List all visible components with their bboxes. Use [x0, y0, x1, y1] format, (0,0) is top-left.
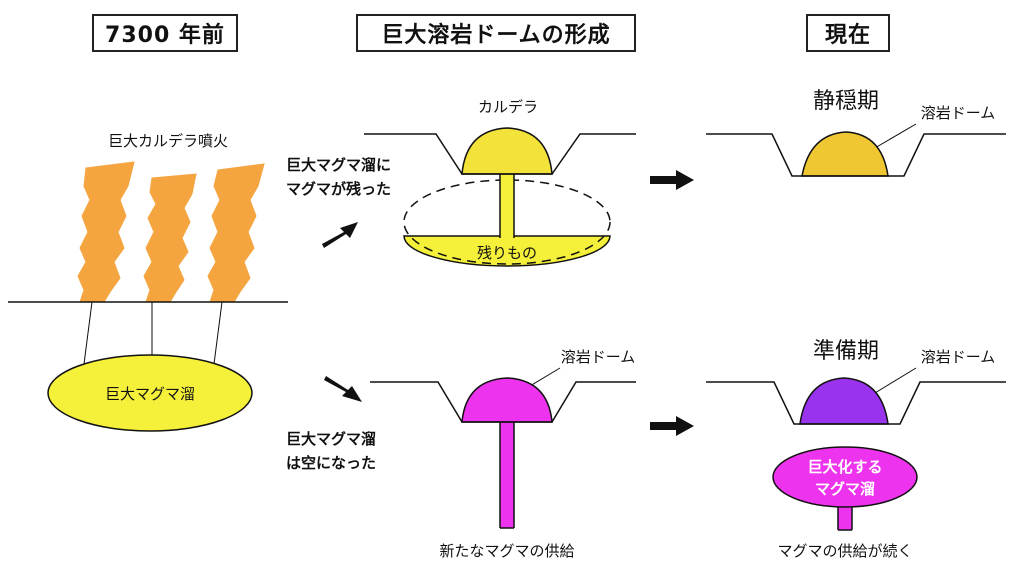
caldera-profile-right-bottom: [706, 381, 1006, 425]
arrow-right-top: [650, 170, 694, 190]
former-chamber-outline: [403, 179, 611, 265]
empty-text-1: 巨大マグマ溜: [286, 430, 376, 448]
eruption-plume-1: [77, 161, 135, 303]
dome-magenta-mid: [461, 377, 553, 423]
conduit-1: [83, 301, 93, 365]
magma-chamber-label: 巨大マグマ溜: [105, 385, 195, 403]
eruption-label: 巨大カルデラ噴火: [108, 132, 228, 150]
remain-text-2: マグマが残った: [286, 180, 391, 198]
middle-conduit-yellow: [500, 172, 514, 238]
growing-text-1: 巨大化する: [807, 458, 882, 476]
magma-chamber: [47, 354, 253, 432]
header-formation: 巨大溶岩ドームの形成: [356, 14, 636, 52]
dome-mid-label: 溶岩ドーム: [561, 348, 636, 366]
middle-conduit-magenta: [500, 420, 514, 528]
arrow-down-right: [324, 376, 362, 402]
arrow-up-right: [322, 222, 358, 248]
remain-text-1: 巨大マグマ溜に: [286, 156, 391, 174]
caldera-profile-right-top: [706, 133, 1006, 177]
dormant-label: 静穏期: [813, 89, 879, 114]
dome-top-label: 溶岩ドーム: [921, 104, 996, 122]
eruption-plume-3: [207, 163, 265, 303]
empty-text-2: は空になった: [286, 454, 376, 472]
dome-bottom-label: 溶岩ドーム: [921, 348, 996, 366]
caldera-profile-bottom: [370, 381, 636, 423]
dome-bottom-leader: [869, 367, 917, 397]
new-supply-label: 新たなマグマの供給: [439, 542, 574, 560]
growing-text-2: マグマ溜: [815, 480, 875, 498]
caldera-profile-top: [364, 133, 636, 175]
growing-chamber: [772, 446, 918, 508]
caldera-label: カルデラ: [478, 98, 538, 116]
continued-supply-label: マグマの供給が続く: [777, 542, 912, 560]
conduit-3: [213, 301, 223, 365]
header-past: 7300 年前: [92, 14, 238, 52]
arrow-right-bottom: [650, 416, 694, 436]
preparatory-label: 準備期: [813, 339, 879, 364]
header-present: 現在: [806, 14, 890, 52]
leftover-label: 残りもの: [477, 244, 537, 262]
dome-purple: [799, 377, 889, 425]
dome-yellow-mid: [461, 127, 553, 175]
dome-gold-top: [801, 131, 889, 177]
eruption-plume-2: [143, 173, 197, 303]
